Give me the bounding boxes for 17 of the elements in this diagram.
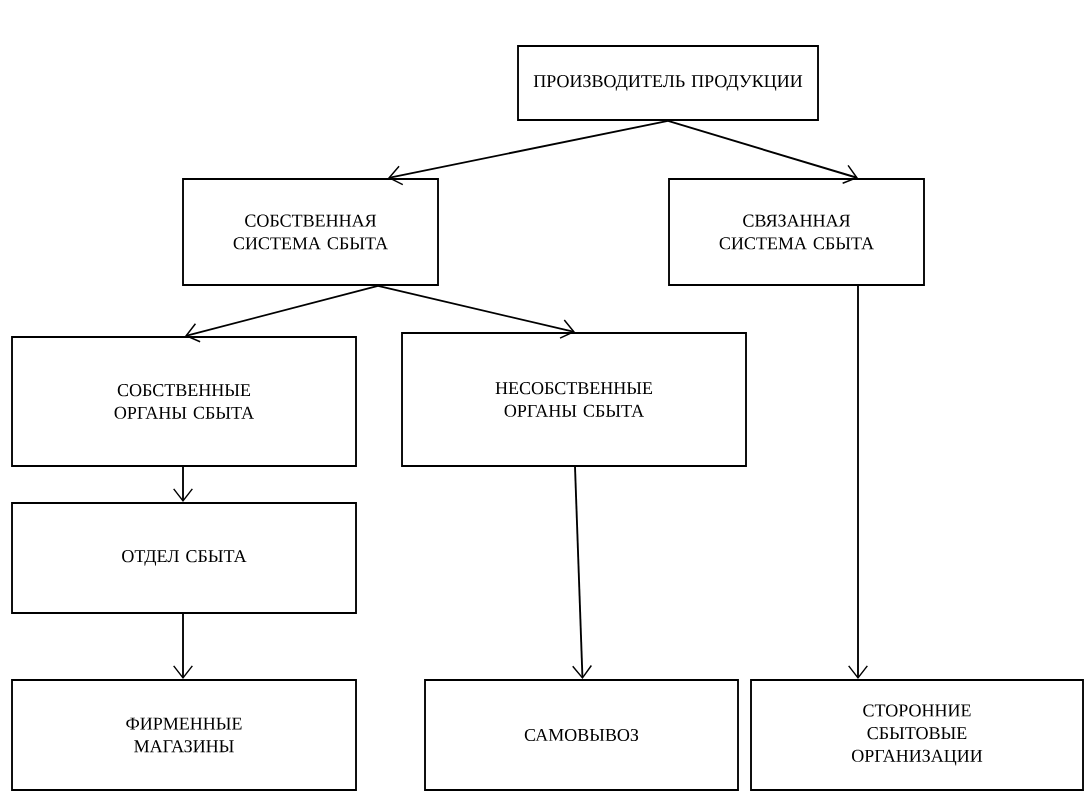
process-box: САМОВЫВОЗ	[424, 679, 739, 791]
process-box: СОБСТВЕННЫЕ ОРГАНЫ СБЫТА	[11, 336, 357, 467]
arrow	[667, 120, 858, 184]
process-box: СТОРОННИЕ СБЫТОВЫЕ ОРГАНИЗАЦИИ	[750, 679, 1084, 791]
process-box: ФИРМЕННЫЕ МАГАЗИНЫ	[11, 679, 357, 791]
process-box: НЕСОБСТВЕННЫЕ ОРГАНЫ СБЫТА	[401, 332, 747, 467]
arrow	[388, 120, 669, 186]
process-box: ОТДЕЛ СБЫТА	[11, 502, 357, 614]
arrow	[185, 285, 379, 343]
arrow	[172, 466, 194, 503]
arrow	[172, 613, 194, 680]
arrow	[847, 285, 869, 680]
process-box: ПРОИЗВОДИТЕЛЬ ПРОДУКЦИИ	[517, 45, 819, 121]
process-box: СВЯЗАННАЯ СИСТЕМА СБЫТА	[668, 178, 925, 286]
arrow	[571, 466, 593, 680]
process-box: СОБСТВЕННАЯ СИСТЕМА СБЫТА	[182, 178, 439, 286]
arrow	[377, 285, 575, 339]
